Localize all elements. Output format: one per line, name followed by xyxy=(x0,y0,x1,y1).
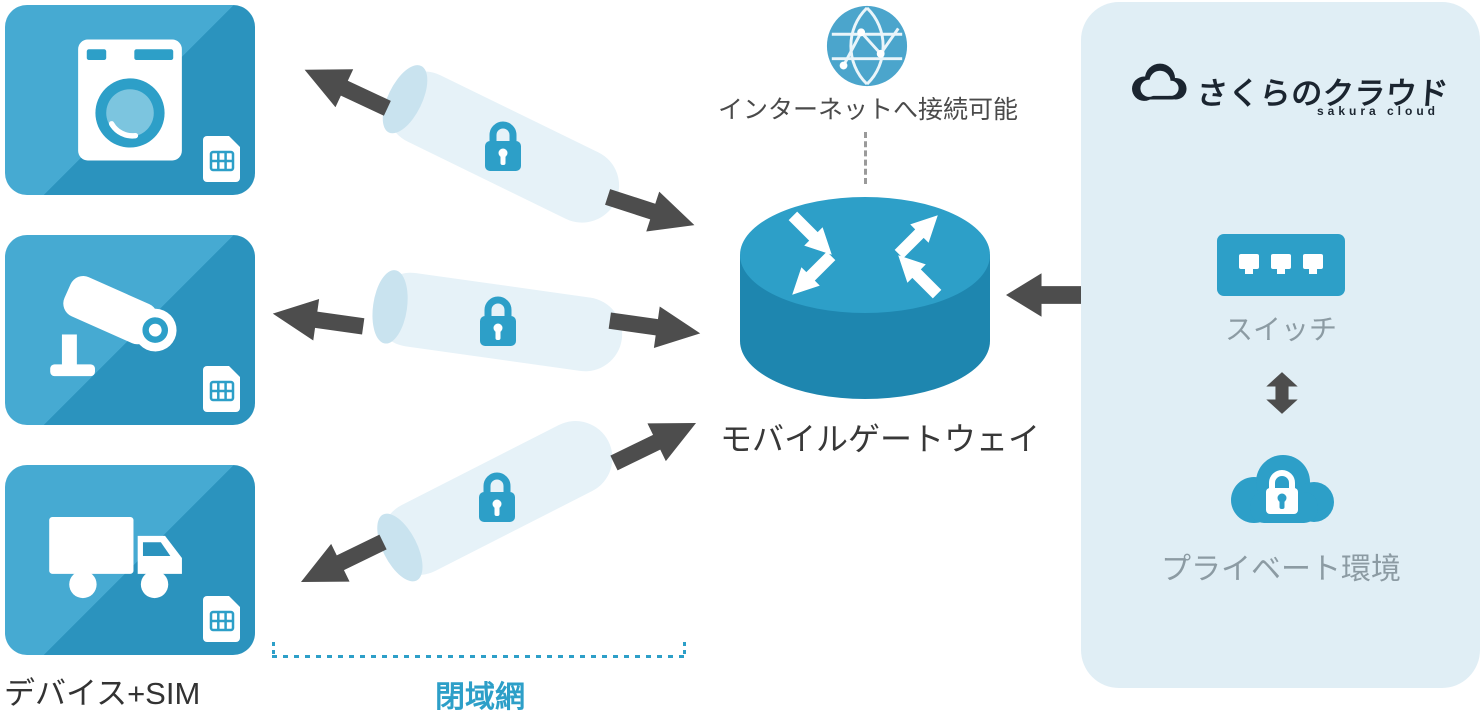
tunnel-middle-arrow-to-gateway-icon xyxy=(607,300,704,354)
sim-card-icon xyxy=(203,365,241,413)
device-card-truck xyxy=(5,465,255,655)
internet-caption: インターネットへ接続可能 xyxy=(717,96,1018,124)
internet-globe-icon xyxy=(824,3,910,89)
devices-sim-label: デバイス+SIM xyxy=(4,676,201,711)
device-card-washing-machine xyxy=(5,5,255,195)
gateway-cloud-double-arrow-icon xyxy=(1006,268,1154,322)
switch-icon xyxy=(1217,234,1345,296)
padlock-icon xyxy=(474,292,522,350)
device-card-security-camera xyxy=(5,235,255,425)
span-tick-left xyxy=(272,642,275,656)
closed-network-label: 閉域網 xyxy=(435,681,525,712)
router-arrows-icon xyxy=(788,211,942,299)
router-icon xyxy=(740,193,990,403)
closed-network-span-line xyxy=(272,641,686,658)
sakura-cloud-logo-icon xyxy=(1127,52,1193,114)
span-tick-right xyxy=(683,642,686,656)
padlock-icon xyxy=(479,117,527,175)
brand-subtitle: sakura cloud xyxy=(1316,104,1439,118)
switch-private-double-arrow-icon xyxy=(1265,364,1299,422)
switch-label: スイッチ xyxy=(1224,314,1337,345)
sim-card-icon xyxy=(203,595,241,643)
washing-machine-icon xyxy=(78,39,182,161)
truck-icon xyxy=(49,516,182,599)
internet-dashed-connector xyxy=(864,132,867,184)
tunnel-bottom-arrow-to-gateway-icon xyxy=(604,404,705,482)
security-camera-icon xyxy=(50,276,177,377)
tunnel-top-arrow-to-gateway-icon xyxy=(601,177,701,245)
mobile-gateway-label: モバイルゲートウェイ xyxy=(719,421,1040,457)
span-dashed-line xyxy=(272,655,686,658)
tunnel-end-face xyxy=(368,267,413,346)
tunnel-top-arrow-to-device-icon xyxy=(295,51,396,128)
tunnel-middle-arrow-to-device-icon xyxy=(270,293,367,347)
private-environment-label: プライベート環境 xyxy=(1161,553,1401,586)
sim-card-icon xyxy=(203,135,241,183)
tunnel-bottom-arrow-to-device-icon xyxy=(291,523,392,601)
padlock-icon xyxy=(473,468,521,526)
sakura-cloud-panel: さくらのクラウド sakura cloud スイッチ xyxy=(1081,2,1480,688)
cloud-with-lock-icon xyxy=(1220,446,1344,532)
